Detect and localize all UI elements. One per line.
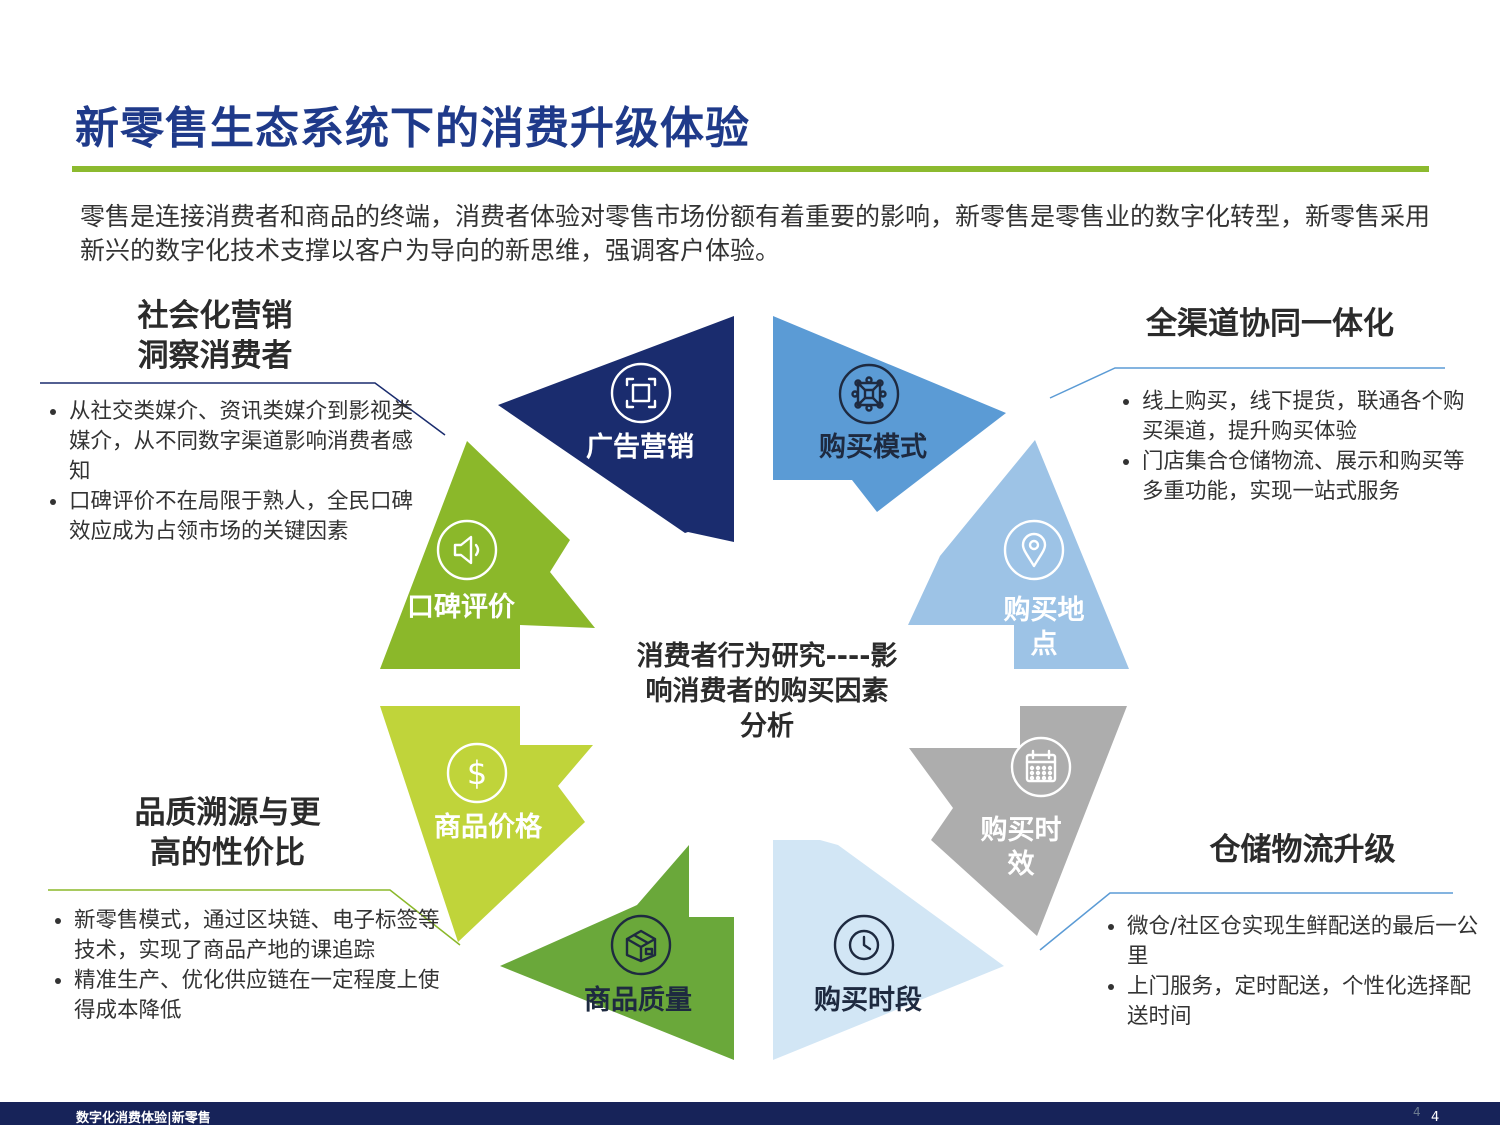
wheel-segment <box>773 840 1004 1060</box>
wheel-segment <box>909 706 1127 936</box>
center-title-line-3: 分析 <box>740 711 794 742</box>
wheel-segments <box>380 316 1129 1060</box>
calendar-icon <box>1010 736 1072 798</box>
wheel-segment <box>498 316 734 542</box>
segment-icons: $ <box>436 362 1072 976</box>
leader-line-omni <box>1049 367 1445 399</box>
leader-line-logistics <box>1039 892 1453 951</box>
logistics-bullets: 微仓/社区仓实现生鲜配送的最后一公里 上门服务，定时配送，个性化选择配送时间 <box>1098 912 1487 1032</box>
segment-label-ad-marketing: 广告营销 <box>586 432 694 463</box>
network-icon <box>838 363 900 425</box>
clock-icon <box>833 914 895 976</box>
svg-text:$: $ <box>467 754 487 792</box>
omnichannel-heading: 全渠道协同一体化 <box>1146 306 1394 342</box>
scan-frame-icon <box>610 362 672 424</box>
leader-line-social <box>40 382 446 436</box>
title-divider <box>72 166 1429 172</box>
center-title-line-1: 消费者行为研究----影 <box>637 640 898 672</box>
logistics-heading: 仓储物流升级 <box>1209 832 1396 868</box>
segment-label-purchase-period: 购买时段 <box>814 985 922 1016</box>
segment-label-purchase-location-2: 点 <box>1031 629 1058 660</box>
segment-label-product-price: 商品价格 <box>434 812 543 843</box>
social-marketing-heading-line-1: 社会化营销 <box>137 298 293 334</box>
social-marketing-heading-line-2: 洞察消费者 <box>137 338 293 374</box>
list-item: 上门服务，定时配送，个性化选择配送时间 <box>1127 972 1487 1032</box>
list-item: 新零售模式，通过区块链、电子标签等技术，实现了商品产地的课追踪 <box>74 906 459 966</box>
footer-text: 数字化消费体验|新零售 <box>76 1111 211 1126</box>
list-item: 口碑评价不在局限于熟人，全民口碑效应成为占领市场的关键因素 <box>69 487 431 547</box>
segment-label-purchase-location-1: 购买地 <box>1004 595 1085 626</box>
omnichannel-bullets: 线上购买，线下提货，联通各个购买渠道，提升购买体验 门店集合仓储物流、展示和购买… <box>1113 387 1479 507</box>
social-marketing-heading: 社会化营销 洞察消费者 <box>105 296 325 376</box>
page-number: 4 <box>1431 1110 1440 1125</box>
speaker-icon <box>436 519 498 581</box>
intro-paragraph: 零售是连接消费者和商品的终端，消费者体验对零售市场份额有着重要的影响，新零售是零… <box>80 202 1431 265</box>
center-title-line-2: 响消费者的购买因素 <box>646 675 889 707</box>
segment-label-word-of-mouth: 口碑评价 <box>407 592 516 623</box>
location-pin-icon <box>1003 519 1065 581</box>
social-marketing-bullets: 从社交类媒介、资讯类媒介到影视类媒介，从不同数字渠道影响消费者感知 口碑评价不在… <box>40 397 431 547</box>
page-number-faint: 4 <box>1413 1105 1421 1119</box>
wheel-segment <box>500 845 734 1060</box>
wheel-segment <box>908 440 1129 669</box>
list-item: 精准生产、优化供应链在一定程度上使得成本降低 <box>74 966 459 1026</box>
segment-label-purchase-timeliness-2: 效 <box>1008 849 1035 880</box>
list-item: 门店集合仓储物流、展示和购买等多重功能，实现一站式服务 <box>1142 447 1479 507</box>
quality-tracing-bullets: 新零售模式，通过区块链、电子标签等技术，实现了商品产地的课追踪 精准生产、优化供… <box>45 906 459 1026</box>
list-item: 微仓/社区仓实现生鲜配送的最后一公里 <box>1127 912 1487 972</box>
list-item: 线上购买，线下提货，联通各个购买渠道，提升购买体验 <box>1142 387 1479 447</box>
segment-label-purchase-timeliness-1: 购买时 <box>981 815 1062 846</box>
segment-label-purchase-mode: 购买模式 <box>819 432 927 463</box>
quality-tracing-heading-line-2: 高的性价比 <box>150 835 305 871</box>
footer-bar <box>0 1102 1500 1125</box>
package-icon <box>610 914 672 976</box>
quality-tracing-heading: 品质溯源与更 高的性价比 <box>110 793 345 873</box>
wheel-segment <box>380 441 595 669</box>
wheel-segment <box>380 706 593 942</box>
leader-line-quality <box>48 889 461 946</box>
list-item: 从社交类媒介、资讯类媒介到影视类媒介，从不同数字渠道影响消费者感知 <box>69 397 431 487</box>
segment-label-product-quality: 商品质量 <box>584 985 692 1016</box>
quality-tracing-heading-line-1: 品质溯源与更 <box>134 795 321 831</box>
page-title: 新零售生态系统下的消费升级体验 <box>75 103 750 154</box>
dollar-icon: $ <box>446 742 508 804</box>
